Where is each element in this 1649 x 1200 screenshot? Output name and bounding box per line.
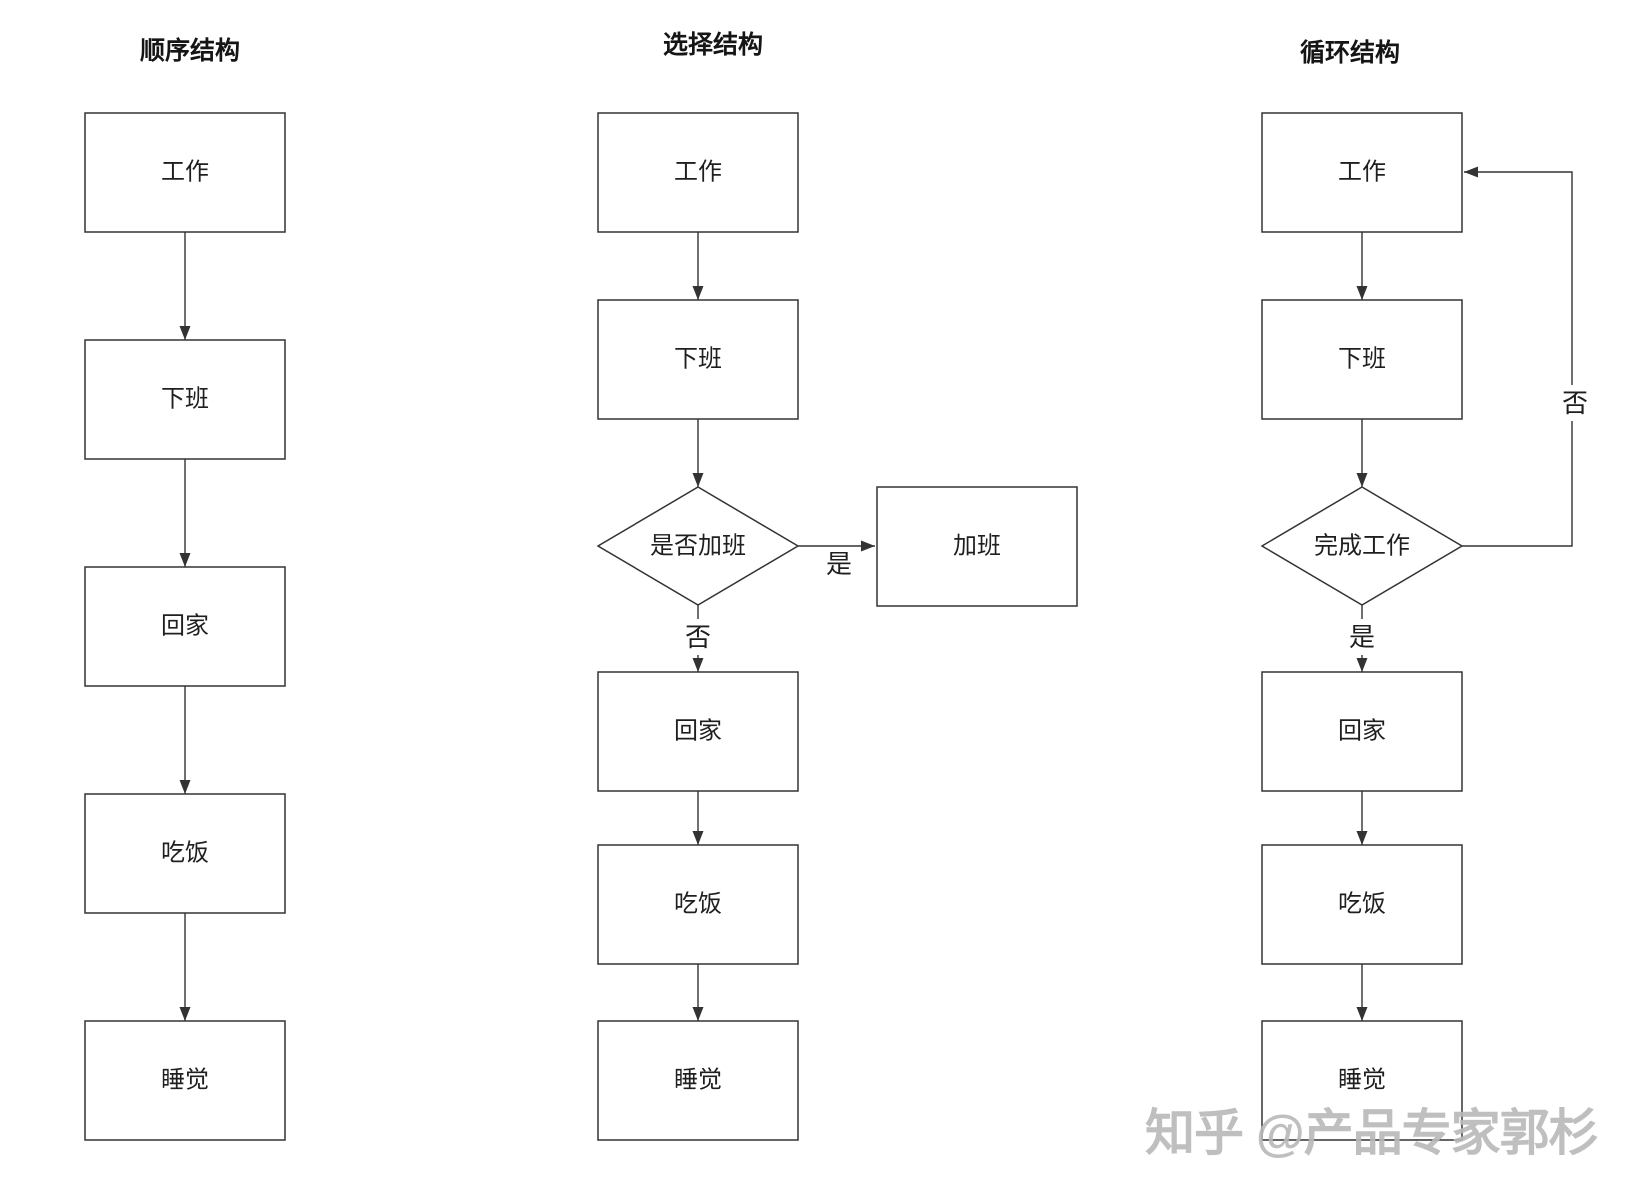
process-box	[84, 112, 286, 233]
node-label: 吃饭	[674, 891, 722, 918]
process-box	[876, 486, 1078, 607]
node-label: 工作	[1338, 159, 1386, 186]
edge-label-yes: 是	[1349, 622, 1375, 652]
node-label: 下班	[1338, 346, 1386, 373]
process-box	[84, 1020, 286, 1141]
edge-label-bg	[821, 547, 857, 581]
node-label: 吃饭	[161, 840, 209, 867]
diagram-title: 顺序结构	[140, 36, 240, 65]
node-label: 回家	[161, 613, 209, 640]
edge-label-bg	[680, 619, 716, 655]
process-box	[1261, 1020, 1463, 1141]
node-label: 下班	[161, 386, 209, 413]
process-box	[597, 1020, 799, 1141]
node-label: 回家	[674, 718, 722, 745]
edge-label-no: 否	[685, 622, 711, 652]
loop-structure-diagram: 循环结构 工作 下班 完成工作 否 是 回家 吃饭 睡觉	[1260, 38, 1593, 1141]
process-box	[597, 844, 799, 965]
node-label: 加班	[953, 533, 1001, 560]
node-label: 回家	[1338, 718, 1386, 745]
edge-label-bg	[1557, 385, 1593, 421]
node-label: 完成工作	[1314, 533, 1410, 560]
process-box	[1261, 671, 1463, 792]
node-label: 工作	[161, 159, 209, 186]
edge-label-bg	[1344, 619, 1380, 655]
node-label: 是否加班	[650, 533, 746, 560]
node-label: 睡觉	[161, 1067, 209, 1094]
node-label: 睡觉	[674, 1067, 722, 1094]
loop-back-arrow	[1462, 166, 1573, 547]
process-box	[1261, 112, 1463, 233]
process-box	[84, 793, 286, 914]
node-label: 工作	[674, 159, 722, 186]
sequence-structure-diagram: 顺序结构 工作 下班 回家 吃饭 睡觉	[84, 36, 286, 1141]
edge-label-yes: 是	[826, 549, 852, 579]
edge-label-no: 否	[1562, 388, 1588, 418]
diagram-title: 循环结构	[1300, 38, 1400, 67]
process-box	[597, 671, 799, 792]
watermark-text: 知乎 @产品专家郭杉	[1145, 1105, 1598, 1161]
process-box	[597, 299, 799, 420]
node-label: 下班	[674, 346, 722, 373]
node-label: 睡觉	[1338, 1067, 1386, 1094]
process-box	[84, 339, 286, 460]
node-label: 吃饭	[1338, 891, 1386, 918]
diagram-title: 选择结构	[663, 31, 763, 59]
process-box	[597, 112, 799, 233]
selection-structure-diagram: 选择结构 工作 下班 是否加班 是 加班 否 回家 吃饭 睡觉	[596, 31, 1078, 1141]
